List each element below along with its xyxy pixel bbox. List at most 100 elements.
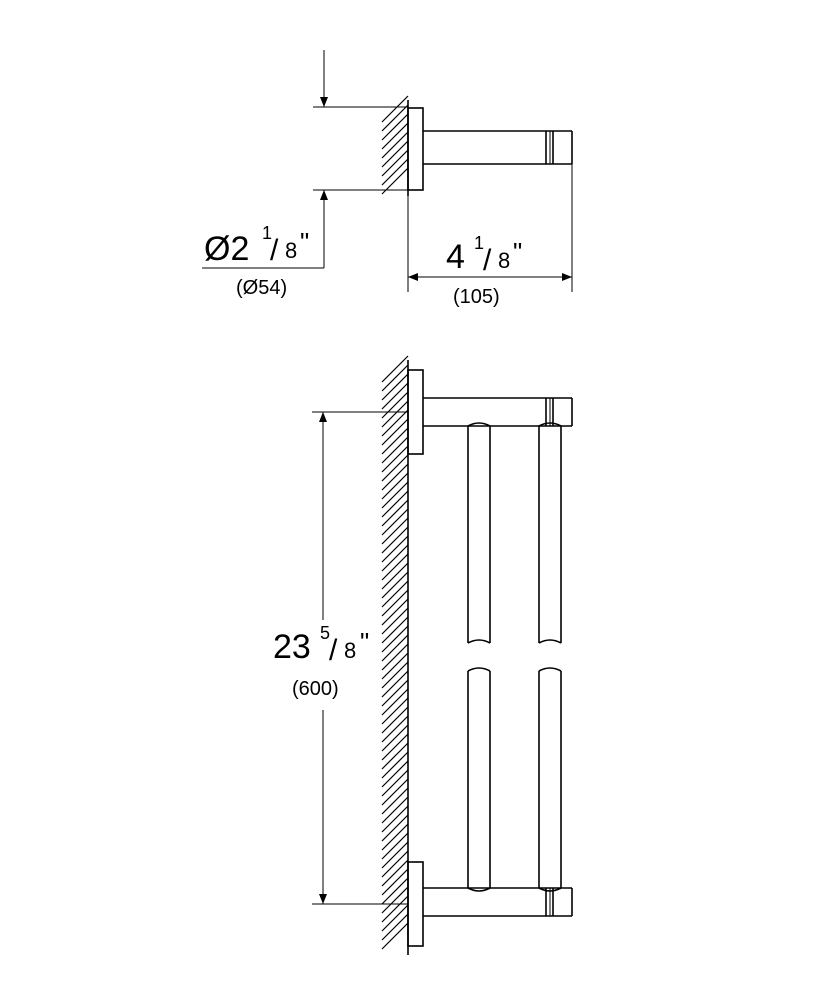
hatch-stroke [381, 679, 409, 707]
front-view: 23 5 / 8 " (600) [273, 355, 573, 955]
projection-slash: / [483, 244, 492, 277]
diameter-metric: (Ø54) [236, 277, 287, 299]
hatch-stroke [381, 697, 409, 725]
hatch-stroke [381, 877, 409, 905]
hatch-stroke [381, 463, 409, 491]
rosette-top [407, 107, 424, 191]
length-numerator: 5 [320, 623, 330, 643]
hatch-stroke [381, 850, 409, 878]
hatch-stroke [381, 904, 409, 932]
hatch-stroke [381, 508, 409, 536]
hatch-stroke [381, 391, 409, 419]
hatch-stroke [381, 598, 409, 626]
hatch-stroke [381, 472, 409, 500]
hatch-stroke [381, 715, 409, 743]
hatch-stroke [381, 859, 409, 887]
hatch-stroke [381, 571, 409, 599]
hatch-stroke [381, 814, 409, 842]
hatch-stroke [381, 149, 409, 177]
projection-unit: " [513, 237, 522, 267]
hatch-stroke [381, 769, 409, 797]
hatch-stroke [381, 544, 409, 572]
wall-hatching-bottom [381, 355, 409, 950]
diameter-denominator: 8 [285, 238, 297, 263]
hatch-stroke [381, 445, 409, 473]
hatch-stroke [381, 481, 409, 509]
hatch-stroke [381, 652, 409, 680]
hatch-stroke [381, 661, 409, 689]
rosette-lower [407, 861, 424, 947]
hatch-stroke [381, 895, 409, 923]
hatch-stroke [381, 796, 409, 824]
hatch-stroke [381, 778, 409, 806]
hatch-stroke [381, 364, 409, 392]
diameter-slash: / [270, 234, 279, 267]
hatch-stroke [381, 787, 409, 815]
hatch-stroke [381, 499, 409, 527]
hatch-stroke [381, 832, 409, 860]
bar2-bottom-rounding [538, 887, 562, 892]
hatch-stroke [381, 913, 409, 941]
hatch-stroke [381, 517, 409, 545]
hatch-stroke [381, 670, 409, 698]
length-denominator: 8 [344, 638, 356, 663]
hatch-stroke [381, 823, 409, 851]
hatch-stroke [381, 742, 409, 770]
hatch-stroke [381, 607, 409, 635]
hatch-stroke [381, 733, 409, 761]
bar2-break-upper [538, 639, 562, 644]
length-main: 23 [273, 628, 311, 666]
side-view: Ø2 1 / 8 " (Ø54) 4 1 / 8 " (105) [202, 50, 573, 308]
hatch-stroke [381, 589, 409, 617]
hatch-stroke [381, 724, 409, 752]
hatch-stroke [381, 580, 409, 608]
hatch-stroke [381, 841, 409, 869]
hatch-stroke [381, 122, 409, 150]
bar1-top-rounding [467, 422, 491, 427]
hatch-stroke [381, 140, 409, 168]
bar1-break-upper [467, 639, 491, 644]
length-slash: / [329, 634, 338, 667]
hatch-stroke [381, 454, 409, 482]
rosette-upper [407, 369, 424, 455]
hatch-stroke [381, 616, 409, 644]
hatch-stroke [381, 382, 409, 410]
projection-numerator: 1 [474, 233, 484, 253]
hatch-stroke [381, 886, 409, 914]
hatch-stroke [381, 805, 409, 833]
diameter-unit: " [300, 227, 309, 257]
hatch-stroke [381, 643, 409, 671]
diameter-main: Ø2 [204, 230, 249, 268]
hatch-stroke [381, 535, 409, 563]
bar1-break-lower [467, 667, 491, 672]
bar1-bottom-rounding [467, 887, 491, 892]
hatch-stroke [381, 113, 409, 141]
bar2-top-rounding [538, 422, 562, 427]
hatch-stroke [381, 158, 409, 186]
hatch-stroke [381, 490, 409, 518]
hatch-stroke [381, 688, 409, 716]
bar2-break-lower [538, 667, 562, 672]
projection-main: 4 [446, 238, 465, 276]
hatch-stroke [381, 553, 409, 581]
length-metric: (600) [292, 678, 339, 700]
hatch-stroke [381, 400, 409, 428]
hatch-stroke [381, 104, 409, 132]
length-unit: " [360, 627, 369, 657]
wall-hatching-top [381, 95, 409, 195]
hatch-stroke [381, 526, 409, 554]
hatch-stroke [381, 922, 409, 950]
hatch-stroke [381, 706, 409, 734]
hatch-stroke [381, 868, 409, 896]
hatch-stroke [381, 409, 409, 437]
hatch-stroke [381, 634, 409, 662]
diameter-numerator: 1 [262, 223, 272, 243]
projection-denominator: 8 [498, 248, 510, 273]
hatch-stroke [381, 751, 409, 779]
hatch-stroke [381, 625, 409, 653]
hatch-stroke [381, 131, 409, 159]
hatch-stroke [381, 418, 409, 446]
hatch-stroke [381, 373, 409, 401]
hatch-stroke [381, 436, 409, 464]
